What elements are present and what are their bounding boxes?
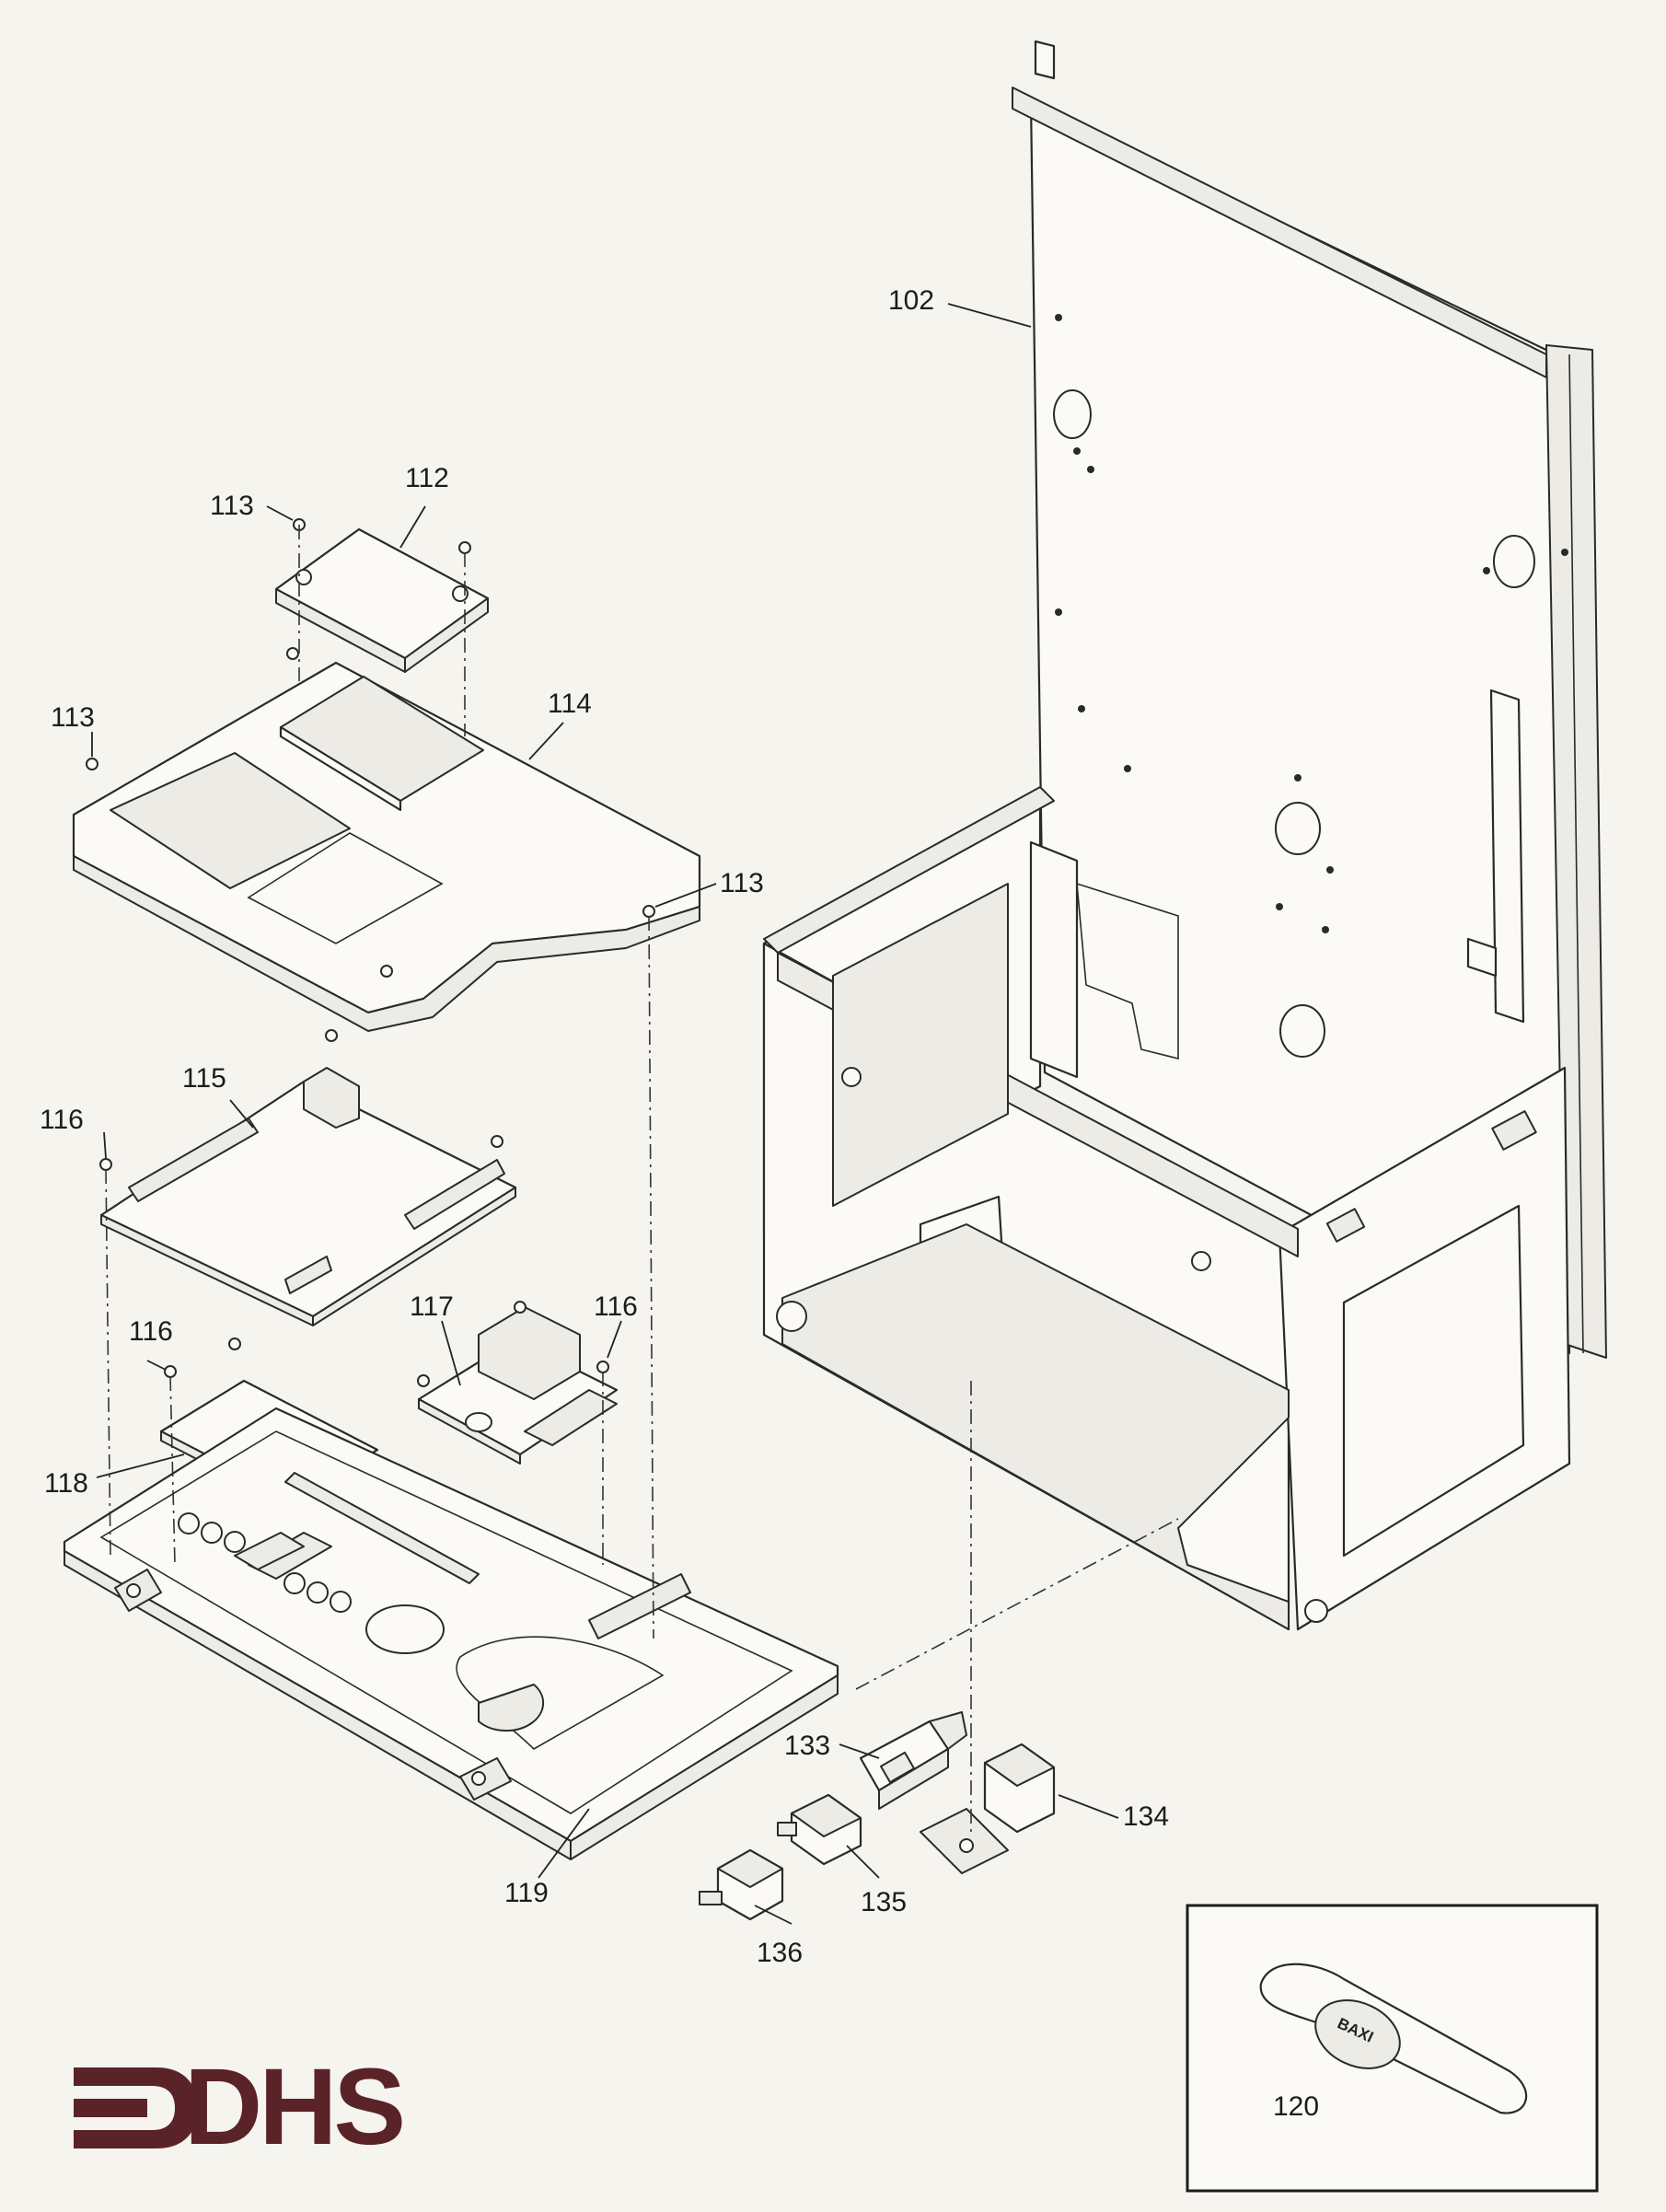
control-box-cover-114 — [72, 661, 701, 1032]
callout-113: 113 — [210, 491, 254, 521]
callout-117: 117 — [410, 1291, 454, 1322]
callout-116: 116 — [40, 1105, 84, 1135]
callout-112: 112 — [405, 463, 449, 493]
callout-120: 120 — [1273, 2091, 1320, 2122]
callout-114: 114 — [548, 689, 592, 719]
connector-136 — [699, 1848, 784, 1921]
callout-102: 102 — [888, 285, 935, 316]
control-box-base-119 — [63, 1407, 839, 1860]
callout-133: 133 — [784, 1731, 831, 1761]
alignment-lines — [105, 525, 1179, 1832]
dhs-logo-text: DHS — [184, 2046, 406, 2168]
connector-135 — [777, 1793, 862, 1866]
callout-113: 113 — [51, 702, 95, 733]
leader-lines — [91, 303, 1340, 2095]
callout-113: 113 — [720, 868, 764, 898]
dhs-logo-mark — [74, 2067, 198, 2148]
callout-116: 116 — [594, 1291, 638, 1322]
connector-134 — [920, 1743, 1056, 1874]
relay-pcb-117 — [417, 1306, 619, 1465]
callout-134: 134 — [1123, 1801, 1170, 1832]
callout-118: 118 — [44, 1468, 88, 1499]
connector-133 — [859, 1711, 967, 1810]
back-panel-102 — [762, 40, 1607, 1631]
callout-135: 135 — [861, 1887, 908, 1917]
callout-136: 136 — [757, 1938, 804, 1968]
callout-119: 119 — [504, 1878, 549, 1908]
main-pcb-115 — [99, 1067, 517, 1326]
terminal-cover-112 — [274, 527, 490, 673]
inset-badge-box — [1186, 1904, 1599, 2193]
callout-115: 115 — [182, 1063, 226, 1094]
callout-116: 116 — [129, 1316, 173, 1347]
